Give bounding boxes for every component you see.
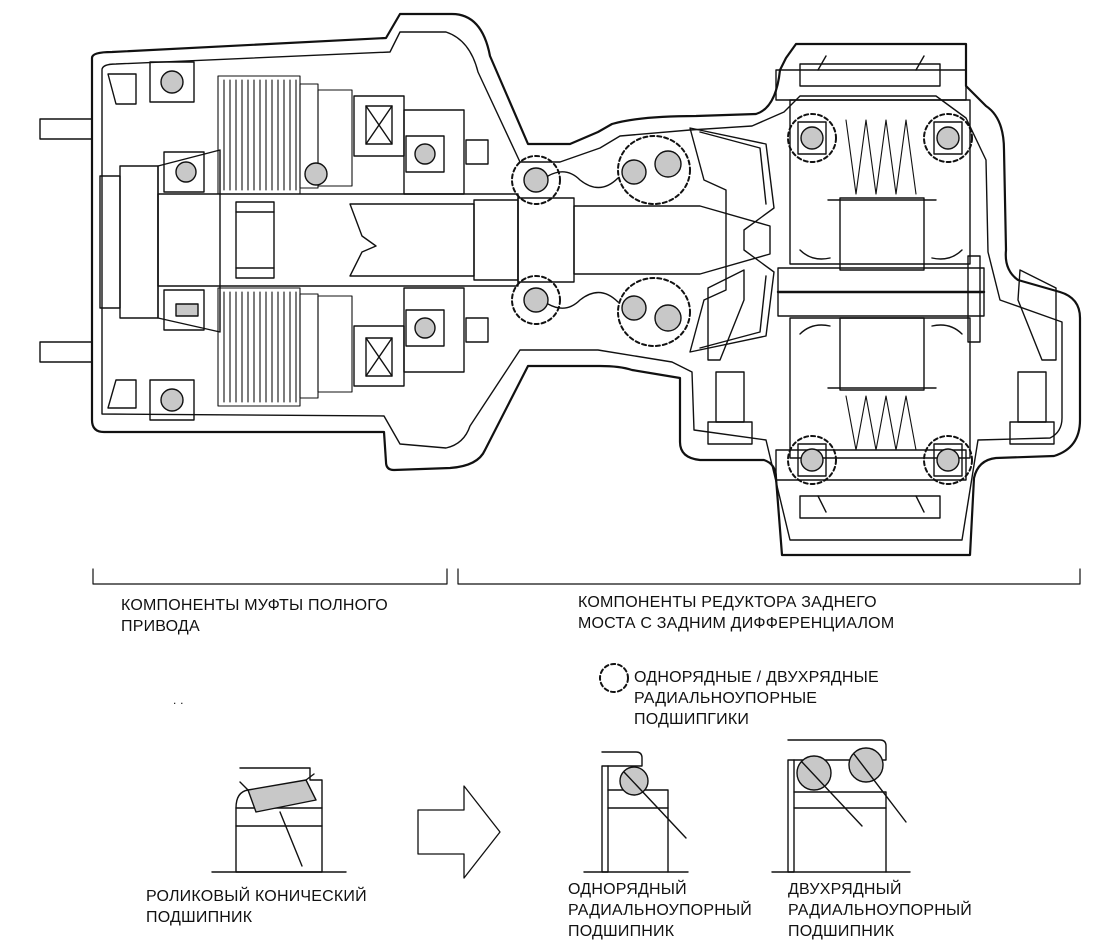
single-row-line-3: ПОДШИПНИК: [568, 923, 675, 940]
dashed-circle-icon: [599, 663, 629, 693]
single-row-angular-bearing-icon: [583, 751, 689, 873]
legend-line-1: ОДНОРЯДНЫЕ / ДВУХРЯДНЫЕ: [634, 669, 879, 686]
coupling-flange: [99, 149, 221, 333]
tapered-roller-bearings-coupling: [149, 61, 445, 421]
legend-line-2: РАДИАЛЬНОУПОРНЫЕ: [634, 690, 818, 707]
differential-bearings: [797, 121, 963, 477]
coupling-bracket: [92, 568, 448, 585]
double-row-label: ДВУХРЯДНЫЙ РАДИАЛЬНОУПОРНЫЙ ПОДШИПНИК: [788, 879, 972, 942]
mounting-bolts: [707, 269, 1057, 445]
double-row-line-1: ДВУХРЯДНЫЙ: [788, 881, 902, 898]
coupling-components-line-1: КОМПОНЕНТЫ МУФТЫ ПОЛНОГО: [121, 597, 388, 614]
coupling-components-label: КОМПОНЕНТЫ МУФТЫ ПОЛНОГО ПРИВОДА: [121, 595, 388, 637]
differential-springs: [845, 119, 917, 451]
rear-axle-components-line-2: МОСТА С ЗАДНИМ ДИФФЕРЕНЦИАЛОМ: [578, 615, 895, 632]
tapered-roller-line-2: ПОДШИПНИК: [146, 909, 253, 926]
single-row-label: ОДНОРЯДНЫЙ РАДИАЛЬНОУПОРНЫЙ ПОДШИПНИК: [568, 879, 752, 942]
single-row-line-2: РАДИАЛЬНОУПОРНЫЙ: [568, 902, 753, 919]
right-arrow-icon: [417, 785, 501, 879]
tapered-roller-line-1: РОЛИКОВЫЙ КОНИЧЕСКИЙ: [146, 888, 367, 905]
tapered-roller-bearing-icon: [211, 767, 347, 873]
double-row-line-2: РАДИАЛЬНОУПОРНЫЙ: [788, 902, 973, 919]
clutch-plate-pack: [217, 75, 353, 407]
main-shaft: [157, 193, 771, 287]
pilot-coil: [353, 95, 465, 387]
single-row-line-1: ОДНОРЯДНЫЙ: [568, 881, 687, 898]
legend-line-3: ПОДШИПГИКИ: [634, 711, 750, 728]
differential-case: [775, 55, 986, 519]
flange-seals: [107, 73, 489, 409]
pinion-bearings: [523, 150, 682, 332]
assembly-cross-section: [39, 12, 1082, 557]
legend-label: ОДНОРЯДНЫЕ / ДВУХРЯДНЫЕ РАДИАЛЬНОУПОРНЫЕ…: [634, 667, 879, 730]
double-row-angular-bearing-icon: [771, 739, 911, 873]
coupling-components-line-2: ПРИВОДА: [121, 618, 200, 635]
rear-axle-components-line-1: КОМПОНЕНТЫ РЕДУКТОРА ЗАДНЕГО: [578, 594, 877, 611]
group-brackets: [92, 568, 1081, 585]
tapered-roller-label: РОЛИКОВЫЙ КОНИЧЕСКИЙ ПОДШИПНИК: [146, 886, 367, 928]
housing-outline: [90, 12, 1082, 557]
rear-axle-bracket: [457, 568, 1081, 585]
flange-studs: [39, 118, 93, 363]
angular-bearing-marker-circles: [511, 113, 973, 485]
stray-mark: . .: [173, 693, 184, 707]
housing-inner: [101, 31, 1063, 541]
double-row-line-3: ПОДШИПНИК: [788, 923, 895, 940]
rear-axle-components-label: КОМПОНЕНТЫ РЕДУКТОРА ЗАДНЕГО МОСТА С ЗАД…: [578, 592, 894, 634]
ring-gear: [689, 127, 775, 353]
